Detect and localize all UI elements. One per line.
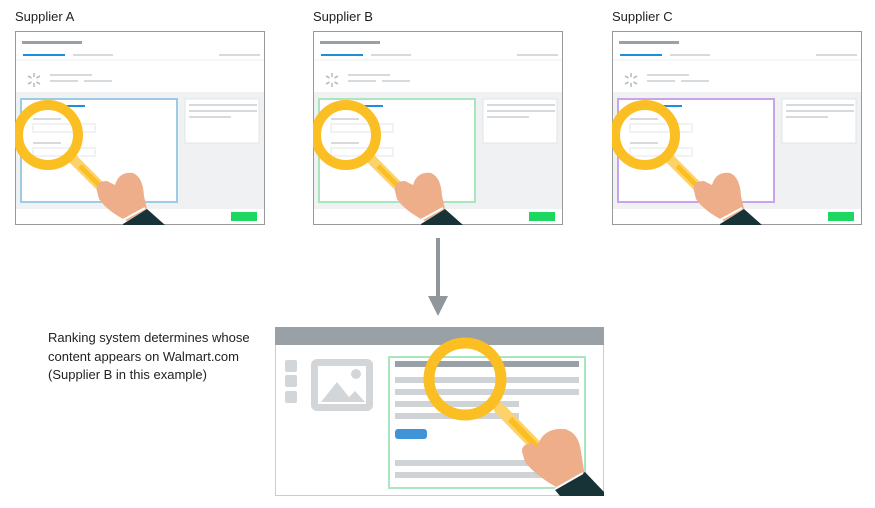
supplier-b-screen	[313, 31, 563, 225]
browser-header-bar	[275, 327, 604, 345]
thumbnail	[285, 391, 297, 403]
submit-button	[828, 212, 854, 221]
hand-icon	[394, 172, 463, 225]
walmart-spark-icon	[624, 73, 638, 87]
hand-icon	[693, 172, 762, 225]
thumbnail	[285, 360, 297, 372]
hand-icon	[96, 172, 165, 225]
side-card	[184, 98, 260, 144]
add-to-cart-button	[395, 429, 427, 439]
active-tab	[620, 54, 662, 56]
supplier-a-screen	[15, 31, 265, 225]
walmart-product-page	[275, 327, 604, 496]
hand-icon	[522, 428, 604, 496]
title-bar	[22, 41, 82, 44]
title-bar	[320, 41, 380, 44]
supplier-a-label: Supplier A	[15, 9, 75, 24]
thumbnail	[285, 375, 297, 387]
title-bar	[619, 41, 679, 44]
supplier-editor-screen	[15, 31, 265, 225]
supplier-c-screen	[612, 31, 862, 225]
walmart-spark-icon	[27, 73, 41, 87]
supplier-c-label: Supplier C	[612, 9, 673, 24]
tab	[73, 54, 113, 56]
active-tab	[23, 54, 65, 56]
submit-button	[231, 212, 257, 221]
submit-button	[529, 212, 555, 221]
supplier-editor-screen	[313, 31, 563, 225]
caption-line-2: content appears on Walmart.com	[48, 348, 239, 364]
supplier-b-label: Supplier B	[313, 9, 373, 24]
tab	[371, 54, 411, 56]
walmart-spark-icon	[325, 73, 339, 87]
caption: Ranking system determines whose content …	[48, 329, 268, 385]
magnifying-glass-icon	[423, 337, 543, 453]
supplier-editor-screen	[612, 31, 862, 225]
side-card	[781, 98, 857, 144]
down-arrow-icon	[428, 238, 448, 316]
caption-line-3: (Supplier B in this example)	[48, 367, 207, 382]
tab	[670, 54, 710, 56]
side-card	[482, 98, 558, 144]
image-placeholder-icon	[311, 359, 373, 411]
active-tab	[321, 54, 363, 56]
caption-line-1: Ranking system determines whose	[48, 330, 250, 345]
